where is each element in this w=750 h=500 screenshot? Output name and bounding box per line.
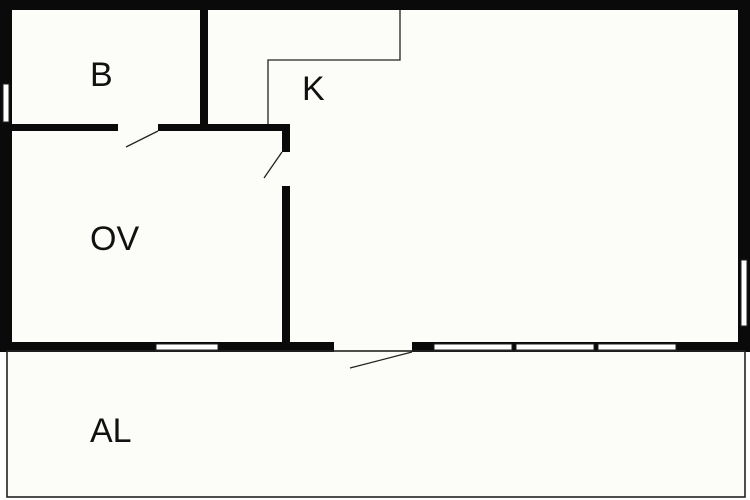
room-label-storage: OV	[90, 220, 139, 258]
window-left	[2, 83, 10, 123]
door-gap-storage	[282, 152, 290, 186]
wall-bathroom-right	[200, 8, 208, 130]
door-gap-bathroom	[118, 124, 158, 131]
door-swing-bathroom	[125, 130, 159, 148]
room-label-terrace: AL	[90, 412, 132, 450]
window-bottom-3	[515, 343, 595, 351]
window-bottom-2	[433, 343, 513, 351]
terrace-outline	[6, 350, 746, 498]
wall-left	[0, 0, 12, 352]
room-label-kitchen: K	[302, 70, 325, 108]
floor-fill	[6, 6, 746, 348]
room-label-bathroom: B	[90, 56, 113, 94]
door-gap-terrace	[334, 342, 412, 352]
window-right	[740, 259, 748, 327]
window-bottom-1	[155, 343, 219, 351]
kitchen-counter	[267, 10, 401, 124]
door-swing-terrace	[349, 351, 413, 369]
wall-storage-right	[282, 124, 290, 346]
wall-top	[0, 0, 750, 10]
terrace-floor	[6, 352, 746, 498]
window-bottom-4	[597, 343, 677, 351]
door-swing-storage	[263, 151, 283, 179]
